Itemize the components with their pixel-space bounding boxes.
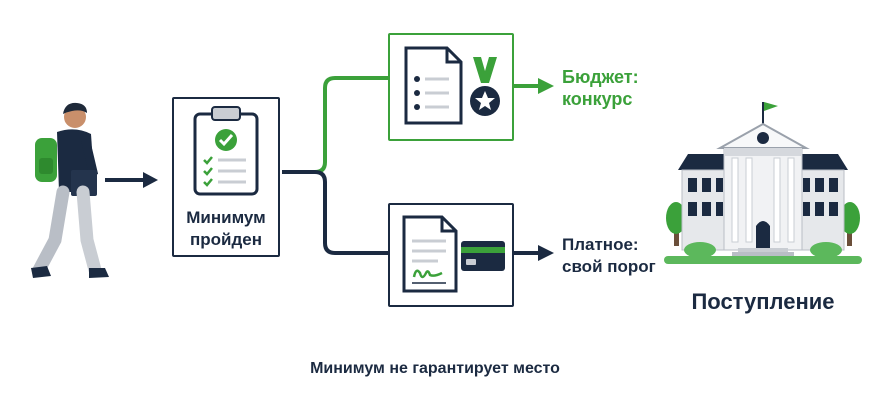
paid-label-line2: свой порог	[562, 257, 656, 276]
caption: Минимум не гарантирует место	[310, 360, 560, 377]
budget-label-line1: Бюджет:	[562, 67, 639, 87]
budget-label-line2: конкурс	[562, 89, 633, 109]
university-building-icon	[664, 102, 862, 264]
stage-label-line1: Минимум	[186, 208, 266, 227]
clipboard-check-icon	[193, 106, 259, 196]
stage-label: Минимум пройден	[172, 207, 280, 251]
paid-label: Платное: свой порог	[562, 234, 656, 278]
document-signature-icon	[402, 215, 458, 293]
stage-label-line2: пройден	[189, 230, 262, 249]
credit-card-icon	[461, 241, 505, 271]
paid-label-line1: Платное:	[562, 235, 639, 254]
budget-label: Бюджет: конкурс	[562, 66, 639, 110]
student-icon	[31, 102, 109, 278]
destination-label: Поступление	[691, 289, 835, 314]
document-medal-icon	[404, 46, 500, 125]
